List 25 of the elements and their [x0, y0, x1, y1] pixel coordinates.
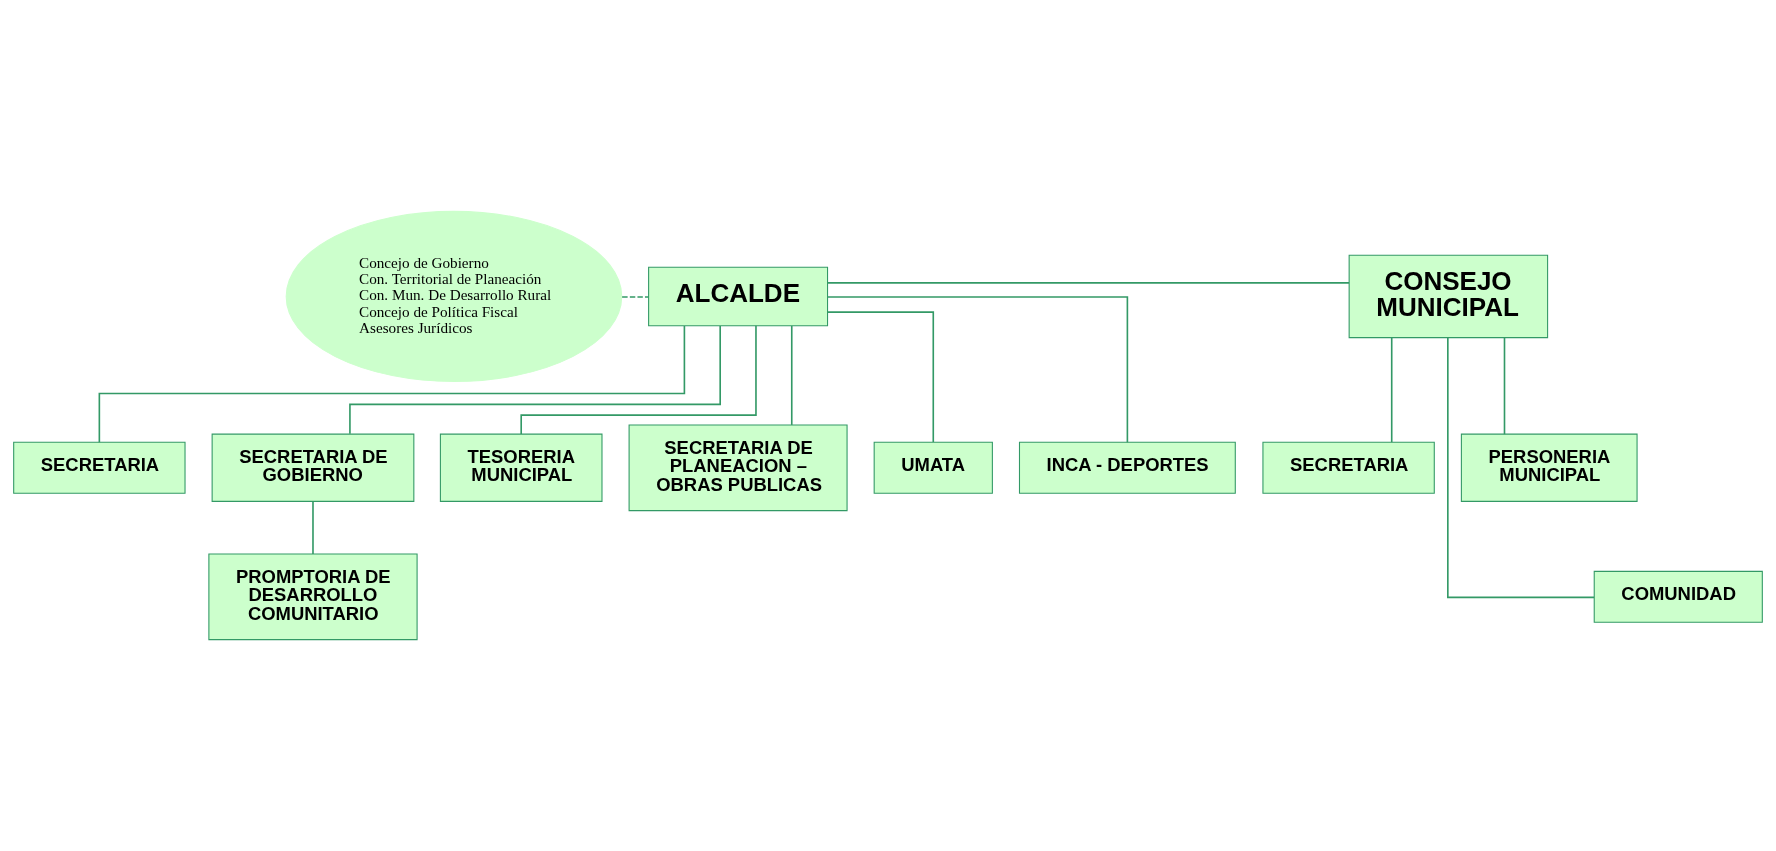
connector	[826, 311, 935, 443]
connector	[1503, 337, 1506, 435]
node-box: CONSEJO MUNICIPAL	[1348, 254, 1549, 339]
connector	[349, 325, 721, 435]
connector	[312, 500, 314, 555]
node-box: SECRETARIA DE PLANEACION – OBRAS PUBLICAS	[628, 424, 848, 512]
node-box: UMATA	[873, 441, 993, 494]
node-ellipse: Concejo de Gobierno Con. Territorial de Planeación Con. Mun. De Desarrollo Rural Concejo de Política Fiscal Asesores Jurídicos	[285, 210, 623, 383]
node-box: PERSONERIA MUNICIPAL	[1460, 433, 1638, 502]
connector	[98, 325, 686, 444]
node-box: INCA - DEPORTES	[1018, 441, 1236, 494]
node-box: SECRETARIA	[13, 441, 186, 494]
node-box: SECRETARIA	[1262, 441, 1435, 494]
connector	[1390, 337, 1393, 443]
connector	[1447, 336, 1595, 599]
node-box: COMUNIDAD	[1593, 570, 1763, 623]
node-box: PROMPTORIA DE DESARROLLO COMUNITARIO	[208, 553, 418, 641]
connector	[621, 296, 650, 298]
connector	[827, 296, 1129, 444]
connector	[520, 325, 757, 435]
connector	[826, 282, 1350, 284]
node-box: ALCALDE	[648, 266, 829, 327]
connector	[790, 325, 793, 426]
node-box: TESORERIA MUNICIPAL	[439, 433, 603, 502]
node-box: SECRETARIA DE GOBIERNO	[211, 433, 415, 502]
